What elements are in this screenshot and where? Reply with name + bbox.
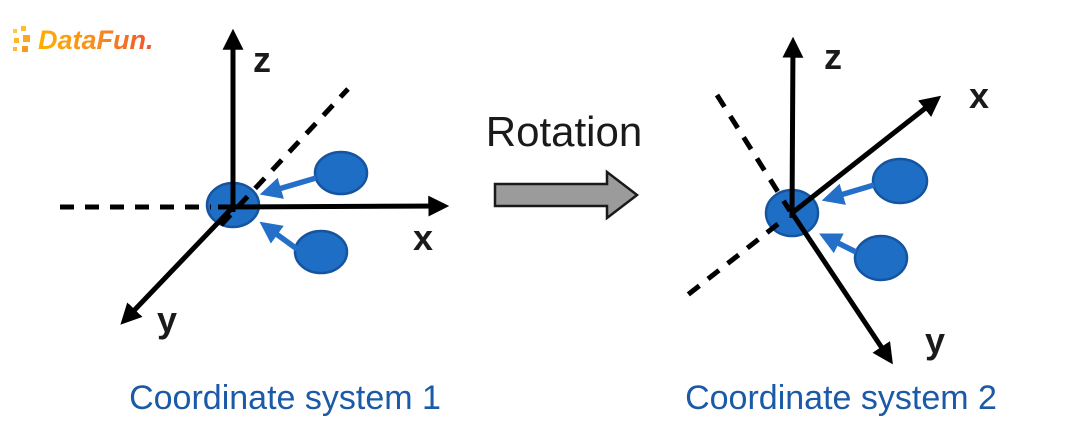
caption-system-1: Coordinate system 1 — [129, 379, 441, 417]
particle-node — [853, 234, 909, 282]
particle-arrow — [819, 233, 858, 255]
particle-node — [871, 157, 929, 205]
dashed-axis-diagonal — [219, 87, 350, 227]
rotation-label: Rotation — [485, 108, 643, 155]
y-axis-label: y — [157, 299, 177, 340]
dashed-axis-lower-left — [683, 222, 780, 299]
logo-pixels-icon — [12, 25, 36, 55]
x-axis-label: x — [969, 75, 989, 116]
coordinate-system-1: z x y — [60, 28, 450, 340]
x-axis — [790, 95, 942, 215]
z-axis-label: z — [824, 36, 842, 77]
z-axis — [782, 36, 804, 219]
z-axis-label: z — [253, 39, 271, 80]
y-axis-label: y — [925, 320, 945, 361]
coordinate-system-2: z x y — [683, 36, 989, 365]
particle-arrow — [821, 182, 875, 205]
y-axis — [789, 211, 893, 365]
datafun-logo: DataFun. — [12, 22, 154, 58]
particle-node — [313, 150, 369, 196]
rotation-arrow — [493, 169, 640, 221]
logo-text: DataFun. — [38, 24, 154, 55]
particle-arrow — [259, 175, 317, 199]
x-axis — [217, 195, 450, 217]
y-axis — [120, 205, 235, 325]
particle-node — [293, 229, 349, 275]
caption-system-2: Coordinate system 2 — [685, 379, 997, 417]
x-axis-label: x — [413, 217, 433, 258]
particle-arrow — [259, 221, 299, 252]
